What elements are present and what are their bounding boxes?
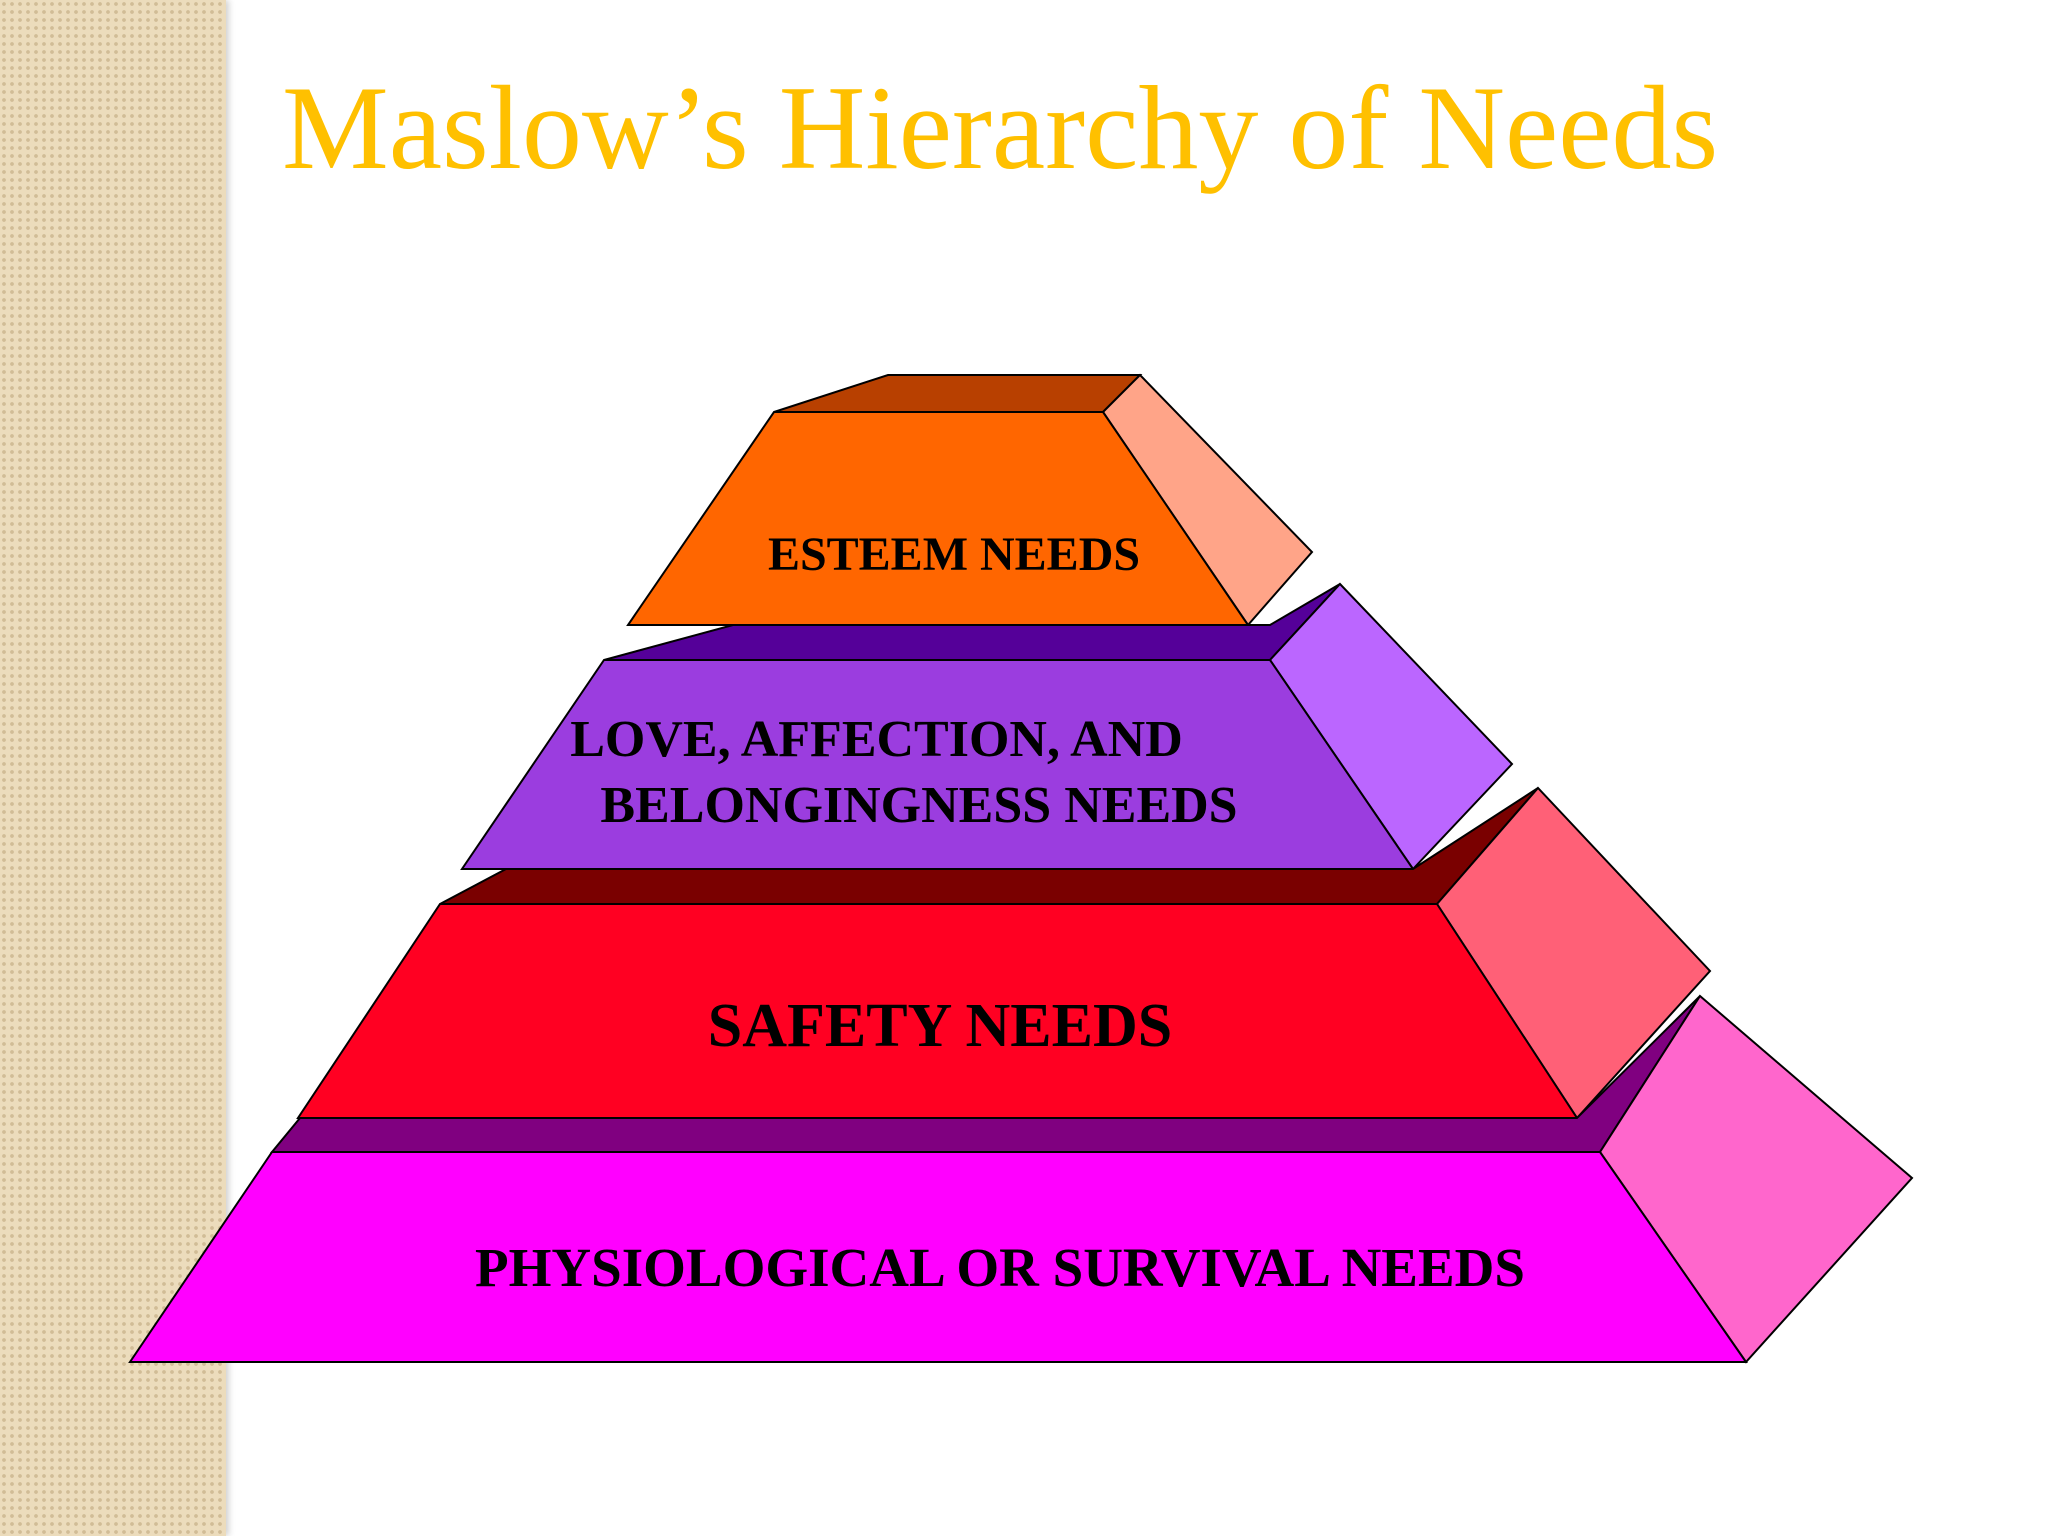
pyramid-level-physiological: PHYSIOLOGICAL OR SURVIVAL NEEDS	[128, 994, 1914, 1364]
physiological-label: PHYSIOLOGICAL OR SURVIVAL NEEDS	[475, 1237, 1525, 1298]
love-belonging-label: LOVE, AFFECTION, AND BELONGINGNESS NEEDS	[0, 0, 1329, 834]
esteem-label: ESTEEM NEEDS	[768, 528, 1140, 581]
love-belonging-label-line-2: BELONGINGNESS NEEDS	[587, 777, 1237, 834]
decorative-side-strip	[0, 0, 226, 1536]
pyramid-level-esteem: ESTEEM NEEDS	[626, 373, 1314, 627]
safety-label-line: SAFETY NEEDS	[708, 992, 1173, 1060]
slide-title: Maslow’s Hierarchy of Needs	[282, 61, 1719, 194]
love-belonging-label-line-1: LOVE, AFFECTION, AND	[570, 711, 1183, 768]
pyramid-level-love-belonging: LOVE, AFFECTION, AND BELONGINGNESS NEEDS	[0, 0, 1514, 871]
safety-label: SAFETY NEEDS	[708, 992, 1173, 1060]
physiological-front-face	[128, 1151, 1748, 1363]
pyramid-level-safety: SAFETY NEEDS	[296, 786, 1712, 1120]
esteem-label-line: ESTEEM NEEDS	[768, 528, 1140, 581]
esteem-top-face	[773, 374, 1143, 413]
physiological-label-line: PHYSIOLOGICAL OR SURVIVAL NEEDS	[475, 1237, 1525, 1298]
